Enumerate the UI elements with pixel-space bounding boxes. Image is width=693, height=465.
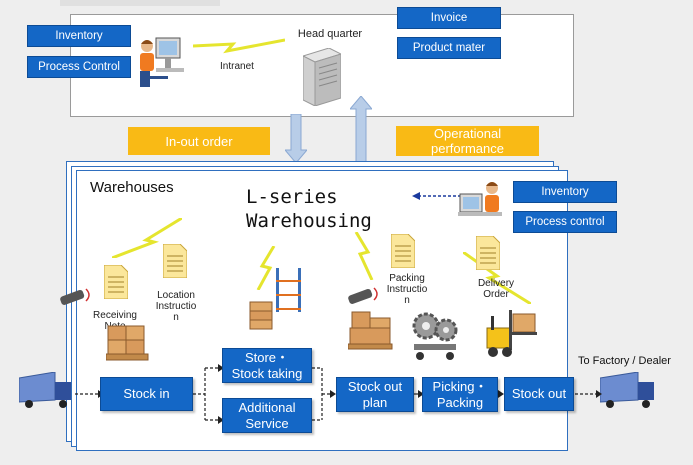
picking-packing-step: Picking・ Packing [422, 377, 498, 412]
additional-step-line2: Service [245, 415, 289, 431]
warehouse-worker-icon [458, 182, 502, 216]
headquarter-title: Head quarter [297, 28, 363, 40]
delivery-order-line1: Delivery [477, 278, 515, 289]
delivery-order-label: Delivery Order [470, 278, 522, 300]
picking-step-line2: Packing [436, 394, 484, 410]
hq-invoice-label: Invoice [397, 7, 501, 29]
packing-instruction-label: Packing Instructio n [381, 273, 433, 306]
location-instruction-line2: Instructio [155, 301, 197, 312]
location-instruction-line3: n [173, 312, 179, 323]
location-instruction-doc-icon [163, 244, 187, 278]
top-bar-decoration [60, 0, 220, 6]
packing-instruction-line3: n [404, 295, 410, 306]
packing-instruction-line2: Instructio [386, 284, 428, 295]
outgoing-truck-icon [600, 372, 654, 408]
server-icon [303, 48, 341, 106]
wh-process-control-label: Process control [513, 211, 617, 233]
picking-step-line1: Picking・ [432, 378, 488, 394]
hq-product-master-label: Product mater [397, 37, 501, 59]
additional-service-step: Additional Service [222, 398, 312, 433]
receiving-lightning-icon [112, 218, 182, 258]
hq-process-control-label: Process Control [27, 56, 131, 78]
delivery-order-doc-icon [476, 236, 500, 270]
intranet-label: Intranet [220, 61, 254, 72]
up-flow-arrow [350, 96, 372, 164]
stacked-boxes-icon [249, 301, 273, 330]
system-name-line2: Warehousing [246, 210, 372, 232]
additional-step-line1: Additional [238, 399, 296, 415]
location-instruction-label: Location Instructio n [150, 290, 202, 323]
system-name-line1: L-series [246, 186, 338, 208]
barcode-scanner-left-icon [60, 288, 90, 305]
plan-step-line2: plan [362, 394, 388, 410]
hq-inventory-label: Inventory [27, 25, 131, 47]
barcode-scanner-right-icon [348, 287, 378, 304]
process-flow-connectors [75, 364, 602, 424]
incoming-truck-icon [19, 372, 71, 408]
stock-out-plan-step: Stock out plan [336, 377, 414, 412]
store-step-line2: Stock taking [231, 365, 303, 381]
delivery-order-line2: Order [483, 289, 509, 300]
in-out-order-label: In-out order [128, 127, 270, 155]
store-step-line1: Store・ [244, 349, 290, 365]
dashed-arrow [412, 192, 460, 200]
forklift-icon [486, 310, 537, 357]
warehouses-label: Warehouses [90, 179, 174, 196]
receiving-note-doc-icon [104, 265, 128, 299]
storage-lightning-icon [256, 246, 276, 290]
destination-label: To Factory / Dealer [578, 355, 671, 367]
plan-step-line1: Stock out [347, 378, 403, 394]
packed-boxes-icon [348, 311, 393, 350]
packing-instruction-line1: Packing [389, 273, 425, 284]
operational-performance-label: Operational performance [396, 126, 539, 156]
packing-instruction-doc-icon [391, 234, 415, 268]
office-worker-icon [140, 37, 184, 87]
stock-in-step: Stock in [100, 377, 193, 411]
intranet-lightning-icon [193, 38, 285, 54]
storage-rack-icon [276, 268, 301, 312]
packing-lightning-icon [354, 232, 374, 280]
wh-inventory-label: Inventory [513, 181, 617, 203]
down-flow-arrow [285, 114, 307, 164]
location-instruction-line1: Location [157, 290, 195, 301]
stock-out-step: Stock out [504, 377, 574, 411]
received-boxes-icon [106, 325, 149, 361]
store-stock-taking-step: Store・ Stock taking [222, 348, 312, 383]
gears-cart-icon [412, 312, 458, 360]
